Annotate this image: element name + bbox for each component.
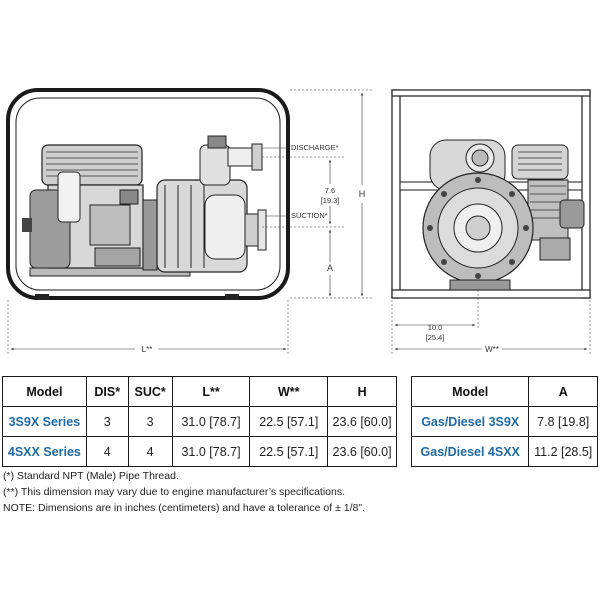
suc-cell: 3 (127, 406, 173, 437)
a-cell: 11.2 [28.5] (528, 436, 598, 467)
header-dis: DIS* (85, 376, 129, 407)
dis-cell: 4 (85, 436, 129, 467)
h-cell: 23.6 [60.0] (327, 436, 397, 467)
header-model: Model (2, 376, 87, 407)
engine-side (22, 144, 191, 277)
table-row: Gas/Diesel 3S9X 7.8 [19.8] (410, 406, 598, 437)
table-row: Gas/Diesel 4SXX 11.2 [28.5] (410, 436, 598, 467)
w-cell: 22.5 [57.1] (249, 406, 329, 437)
l-dimension-label: L** (142, 345, 153, 354)
a-table-header: Model A (410, 376, 598, 407)
pump-side (142, 135, 267, 273)
header-h: H (327, 376, 397, 407)
a-cell: 7.8 [19.8] (528, 406, 598, 437)
discharge-height-value: 7.6 (325, 186, 335, 195)
w-cell: 22.5 [57.1] (249, 436, 329, 467)
header-l: L** (171, 376, 251, 407)
model-cell: 3S9X Series (2, 406, 87, 437)
model-cell: 4SXX Series (2, 436, 87, 467)
h-cell: 23.6 [60.0] (327, 406, 397, 437)
side-view: DISCHARGE* SUCTION* 7.6 [19.3] A H L** (6, 88, 372, 356)
discharge-callout: DISCHARGE* (291, 143, 339, 152)
spec-table: Model DIS* SUC* L** W** H 3S9X Series 3 … (2, 376, 397, 467)
a-dimension-label: A (327, 263, 333, 273)
front-view: 10.0 [25.4] W** (391, 89, 591, 354)
footnote-thread: (*) Standard NPT (Male) Pipe Thread. (3, 470, 179, 482)
l-cell: 31.0 [78.7] (171, 436, 251, 467)
model-cell: Gas/Diesel 4SXX (410, 436, 530, 467)
header-w: W** (249, 376, 329, 407)
pump-front (422, 139, 534, 291)
h-dimension-label: H (359, 189, 366, 199)
table-row: 3S9X Series 3 3 31.0 [78.7] 22.5 [57.1] … (2, 406, 397, 437)
pump-dimension-drawing: DISCHARGE* SUCTION* 7.6 [19.3] A H L** (6, 88, 591, 356)
engine-front (511, 144, 585, 261)
l-cell: 31.0 [78.7] (171, 406, 251, 437)
footnote-dimension-variance: (**) This dimension may vary due to engi… (3, 486, 345, 498)
footnote-units-tolerance: NOTE: Dimensions are in inches (centimet… (3, 502, 365, 514)
spec-table-header: Model DIS* SUC* L** W** H (2, 376, 397, 407)
table-row: 4SXX Series 4 4 31.0 [78.7] 22.5 [57.1] … (2, 436, 397, 467)
suc-cell: 4 (127, 436, 173, 467)
suction-callout: SUCTION* (291, 211, 328, 220)
header-suc: SUC* (127, 376, 173, 407)
a-dimension-table: Model A Gas/Diesel 3S9X 7.8 [19.8] Gas/D… (410, 376, 598, 467)
base-width-value: 10.0 (428, 323, 443, 332)
w-dimension-label: W** (485, 345, 499, 354)
base-width-metric: [25.4] (426, 333, 445, 342)
header-a: A (528, 376, 598, 407)
model-cell: Gas/Diesel 3S9X (410, 406, 530, 437)
dis-cell: 3 (85, 406, 129, 437)
discharge-height-metric: [19.3] (321, 196, 340, 205)
header-model: Model (410, 376, 530, 407)
footnotes: (*) Standard NPT (Male) Pipe Thread. (**… (3, 468, 365, 516)
